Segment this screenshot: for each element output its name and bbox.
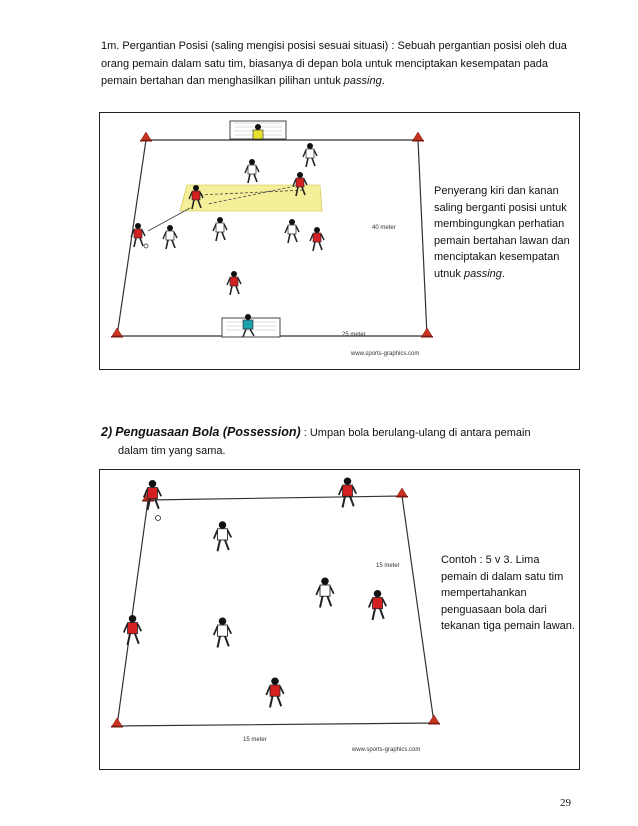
- pitch-diagram-1: 40 meter 25 meter www.sports-graphics.co…: [110, 120, 434, 357]
- figure1-note-end: .: [501, 267, 505, 280]
- figure2-credit: www.sports-graphics.com: [351, 747, 420, 753]
- section1-text: 1m. Pergantian Posisi (saling mengisi po…: [101, 40, 567, 87]
- pitch-diagram-2: 15 meter 15 meter www.sports-graphics.co…: [110, 476, 441, 753]
- section2-number: 2): [101, 425, 113, 439]
- figure1-note-italic: passing: [463, 267, 502, 280]
- section1-text-italic: passing: [343, 75, 382, 87]
- page-number: 29: [560, 797, 571, 809]
- section1-paragraph: 1m. Pergantian Posisi (saling mengisi po…: [101, 38, 571, 91]
- section2-text-line2: dalam tim yang sama.: [118, 445, 226, 457]
- figure1-note-text: Penyerang kiri dan kanan saling berganti…: [434, 185, 570, 280]
- section2-text: : Umpan bola berulang-ulang di antara pe…: [300, 427, 531, 439]
- dimension-label-25m: 25 meter: [342, 332, 366, 338]
- figure-position-switch: 40 meter 25 meter www.sports-graphics.co…: [99, 112, 580, 370]
- figure1-credit: www.sports-graphics.com: [350, 351, 419, 357]
- figure-possession: 15 meter 15 meter www.sports-graphics.co…: [99, 469, 580, 770]
- dimension-label-40m: 40 meter: [372, 225, 396, 231]
- section2-title: Penguasaan Bola (Possession): [115, 425, 301, 439]
- figure2-note: Contoh : 5 v 3. Lima pemain di dalam sat…: [441, 554, 575, 632]
- dimension-label-15m-side: 15 meter: [376, 563, 400, 569]
- figure1-note: Penyerang kiri dan kanan saling berganti…: [434, 183, 576, 282]
- dimension-label-15m-bottom: 15 meter: [243, 737, 267, 743]
- section1-text-end: .: [381, 75, 385, 87]
- section2-heading: 2) Penguasaan Bola (Possession) : Umpan …: [101, 423, 571, 460]
